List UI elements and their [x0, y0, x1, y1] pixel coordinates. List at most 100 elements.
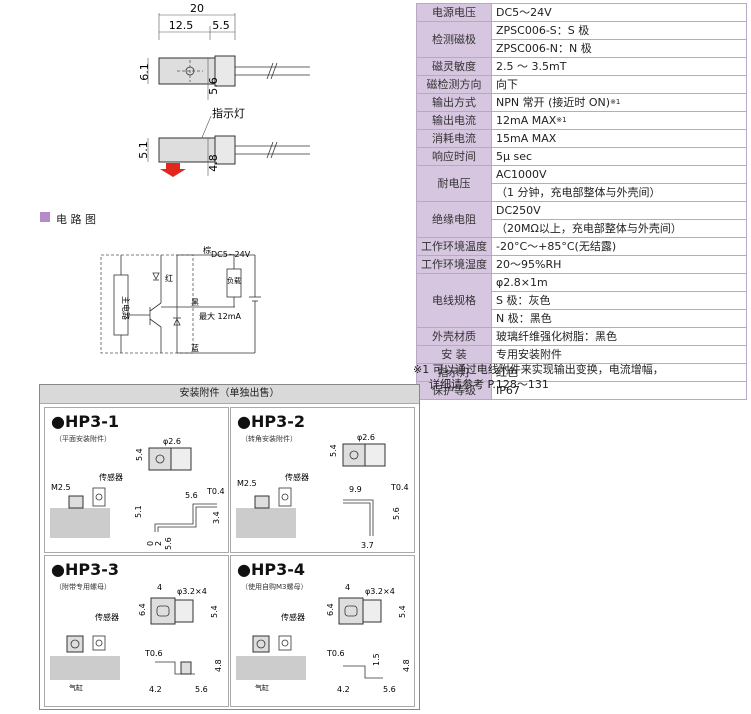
- footnote-line-2: 详细请参考 P.128～131: [429, 378, 549, 391]
- hp3-4-d64: 6.4: [326, 603, 335, 616]
- circuit-section-title: 电 路 图: [56, 213, 96, 226]
- hp3-2-m25: M2.5: [237, 479, 257, 488]
- load-label: 负载: [227, 276, 241, 285]
- hp3-3-d54: 5.4: [210, 605, 219, 618]
- brown-wire-label: 棕: [203, 245, 211, 255]
- spec-value: 12mA MAX※1: [491, 111, 747, 130]
- spec-value: S 极：灰色: [491, 291, 747, 310]
- hp3-1-d51: 5.1: [134, 505, 143, 518]
- hp3-4-d15: 1.5: [372, 653, 381, 666]
- hp3-2-d37: 3.7: [361, 541, 374, 550]
- spec-value: 向下: [491, 75, 747, 94]
- spec-key: 工作环境湿度: [416, 255, 492, 274]
- dim-6-1: 6.1: [138, 63, 151, 81]
- hp3-1-cell: ●HP3-1 （平面安装附件） φ2.6 5.4 M2.5 传感器 5.6 T0…: [44, 407, 229, 553]
- spec-row: （1 分钟，充电部整体与外壳间）: [417, 183, 747, 202]
- spec-key: 绝缘电阻: [416, 201, 492, 238]
- hp3-4-d54: 5.4: [398, 605, 407, 618]
- spec-row: （20MΩ以上，充电部整体与外壳间）: [417, 219, 747, 238]
- hp3-3-sensor: 传感器: [95, 612, 119, 622]
- indicator-label: 指示灯: [212, 106, 245, 120]
- spec-row: 安 装专用安装附件: [416, 345, 747, 364]
- hp3-1-drawing: φ2.6 5.4 M2.5 传感器 5.6 T0.4 5.1 3.4 0 2 5…: [50, 437, 225, 550]
- supply-label: DC5~24V: [211, 250, 251, 259]
- dim-5-6: 5.6: [207, 77, 220, 95]
- spec-row: 外壳材质玻璃纤维强化树脂：黑色: [416, 327, 747, 346]
- spec-key: 检测磁极: [416, 21, 492, 58]
- spec-row: 工作环境温度-20°C～+85°C(无结露): [416, 237, 747, 256]
- spec-value: DC5～24V: [491, 3, 747, 22]
- hp3-4-cell: ●HP3-4 （使用自购M3螺母） 4 φ3.2×4 6.4 5.4 传感器 气…: [230, 555, 415, 707]
- footnote-mark: ※1: [556, 116, 567, 124]
- hp3-1-sensor: 传感器: [99, 472, 123, 482]
- spec-value: N 极：黑色: [491, 309, 747, 328]
- hp3-1-d54: 5.4: [135, 448, 144, 461]
- dim-12-5: 12.5: [169, 19, 194, 32]
- spec-value: NPN 常开 (接近时 ON)※1: [491, 93, 747, 112]
- hp3-3-d48: 4.8: [214, 659, 223, 672]
- spec-key: 工作环境温度: [416, 237, 492, 256]
- footnote: ※1 可以通过电线附件来实现输出变换，电流增幅， 详细请参考 P.128～131: [413, 362, 664, 392]
- spec-value: φ2.8×1m: [491, 273, 747, 292]
- accessories-box: 安装附件（单独出售） ●HP3-1 （平面安装附件） φ2.6 5.4 M2.5…: [39, 384, 420, 710]
- spec-value: 5μ sec: [491, 147, 747, 166]
- circuit-diagram: 主电路 红 棕 黑 蓝 DC5~24V 最大 12mA 负载: [100, 245, 261, 354]
- hp3-4-drawing: 4 φ3.2×4 6.4 5.4 传感器 气缸 T0.6 1.5 4.8 4.2…: [236, 583, 411, 694]
- hp3-2-subtitle: （转角安装附件）: [241, 435, 297, 443]
- max-current-label: 最大 12mA: [199, 311, 242, 321]
- spec-row: 指示灯红色: [416, 363, 747, 382]
- hp3-1-hole: φ2.6: [163, 437, 181, 446]
- hp3-3-title: ●HP3-3: [51, 560, 119, 579]
- hp3-2-d54: 5.4: [329, 444, 338, 457]
- hp3-3-subtitle: （附带专用螺母）: [55, 583, 111, 591]
- spec-key: 消耗电流: [416, 129, 492, 148]
- spec-key: 响应时间: [416, 147, 492, 166]
- dim-5-1: 5.1: [137, 141, 150, 159]
- spec-value: （1 分钟，充电部整体与外壳间）: [491, 183, 747, 202]
- hp3-4-d56: 5.6: [383, 685, 396, 694]
- hp3-4-cyl: 气缸: [255, 683, 269, 692]
- hp3-4-d48: 4.8: [402, 659, 411, 672]
- hp3-4-subtitle: （使用自购M3螺母）: [241, 583, 308, 591]
- spec-value: IP67: [491, 381, 747, 400]
- spec-key: 输出电流: [416, 111, 492, 130]
- hp3-1-m25: M2.5: [51, 483, 71, 492]
- hp3-1-subtitle: （平面安装附件）: [55, 435, 111, 443]
- spec-value: DC250V: [491, 201, 747, 220]
- hp3-1-d34: 3.4: [212, 511, 221, 524]
- hp3-3-d4: 4: [157, 583, 162, 592]
- spec-key: 磁灵敏度: [416, 57, 492, 76]
- spec-value: 玻璃纤维强化树脂：黑色: [491, 327, 747, 346]
- main-circuit-label: 主电路: [121, 296, 131, 320]
- hp3-2-title: ●HP3-2: [237, 412, 305, 431]
- spec-key: 电线规格: [416, 273, 492, 328]
- hp3-1-t04: T0.4: [206, 487, 225, 496]
- hp3-3-d42: 4.2: [149, 685, 162, 694]
- spec-value: 15mA MAX: [491, 129, 747, 148]
- dim-4-8: 4.8: [207, 154, 220, 172]
- spec-key: 保护等级: [416, 381, 492, 400]
- hp3-3-hole: φ3.2×4: [177, 587, 207, 596]
- accessories-title: 安装附件（单独出售）: [40, 385, 419, 404]
- magnet-direction-arrow-icon: [160, 163, 186, 177]
- hp3-4-t06: T0.6: [326, 649, 345, 658]
- spec-key: 安 装: [416, 345, 492, 364]
- hp3-4-d4: 4: [345, 583, 350, 592]
- spec-row: S 极：灰色: [417, 291, 747, 310]
- hp3-4-sensor: 传感器: [281, 612, 305, 622]
- spec-value: AC1000V: [491, 165, 747, 184]
- spec-row: N 极：黑色: [417, 309, 747, 328]
- spec-key: 输出方式: [416, 93, 492, 112]
- hp3-1-d56a: 5.6: [185, 491, 198, 500]
- spec-value: 专用安装附件: [491, 345, 747, 364]
- circuit-section-marker: [40, 212, 50, 222]
- hp3-1-title: ●HP3-1: [51, 412, 119, 431]
